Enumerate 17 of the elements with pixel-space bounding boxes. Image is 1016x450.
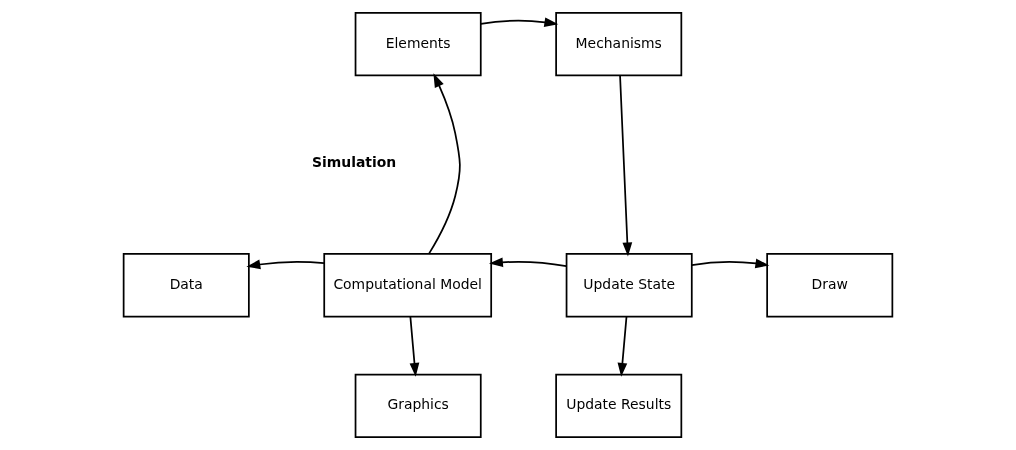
arrow — [619, 74, 633, 257]
node-box: Update Results — [555, 373, 683, 439]
arrow — [479, 17, 559, 28]
node-box: Elements — [354, 11, 482, 77]
arrow — [489, 257, 568, 268]
node-box: Draw — [766, 253, 894, 318]
node-box: Computational Model — [323, 253, 493, 318]
arrow — [428, 73, 461, 255]
node-box: Mechanisms — [555, 11, 683, 77]
label: Simulation — [312, 154, 397, 171]
node-box: Data — [122, 253, 250, 318]
node-box: Graphics — [354, 373, 482, 439]
arrow — [617, 315, 628, 377]
node-box: Update State — [565, 253, 693, 318]
arrow — [690, 258, 770, 269]
arrow — [409, 315, 420, 377]
arrow — [246, 259, 325, 270]
